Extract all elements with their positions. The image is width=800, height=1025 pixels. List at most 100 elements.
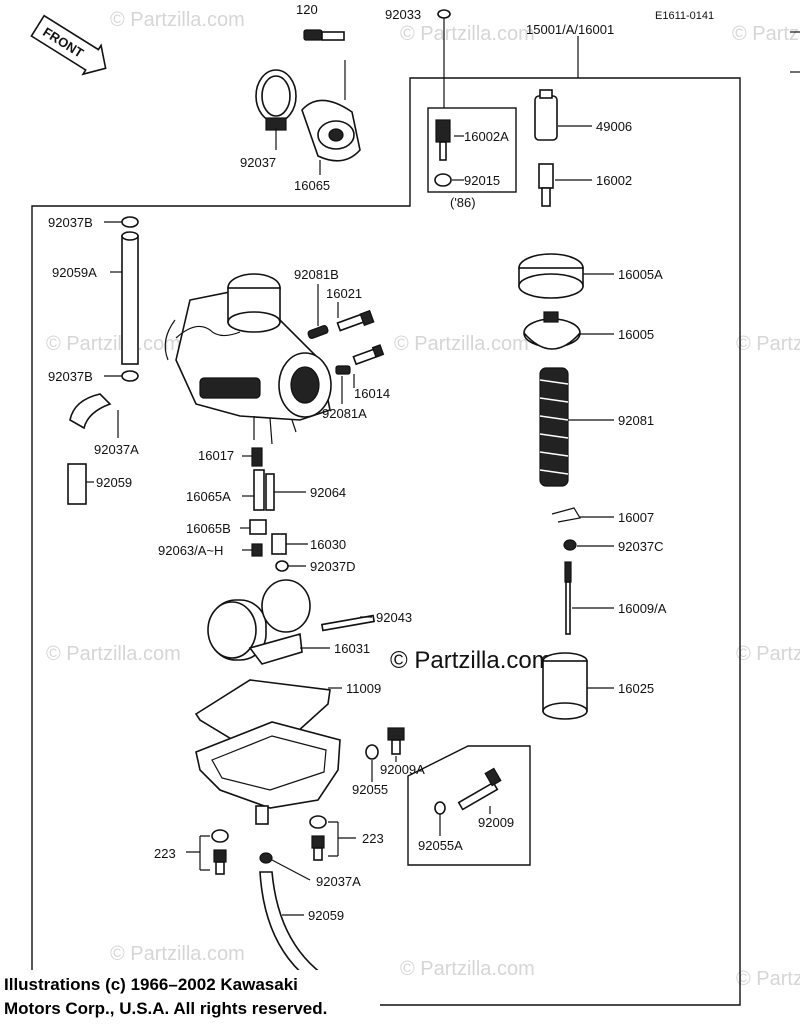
- washer-92055A: [434, 801, 446, 815]
- label-49006: 49006: [596, 119, 632, 134]
- label-16031: 16031: [334, 641, 370, 656]
- label-92033: 92033: [385, 7, 421, 22]
- clip-92037A-bottom: [259, 852, 273, 864]
- label-16065B: 16065B: [186, 521, 231, 536]
- label-120: 120: [296, 2, 318, 17]
- assembly-frame: [31, 77, 741, 1006]
- watermarks: © Partzilla.com © Partzilla.com © Partzi…: [46, 9, 800, 990]
- clip-92037B-top: [121, 216, 139, 228]
- watermark: © Partzilla.com: [110, 943, 245, 965]
- float-bowl: [195, 721, 341, 825]
- footer-line-1: Illustrations (c) 1966–2002 Kawasaki: [4, 975, 298, 994]
- jet-16030: [271, 533, 287, 555]
- label-92059A: 92059A: [52, 265, 97, 280]
- washer-92015: [434, 173, 452, 187]
- tube-92059-left: [67, 463, 87, 505]
- gasket-11009: [194, 679, 331, 761]
- jet-16065A: [253, 469, 265, 511]
- footer-line-2: Motors Corp., U.S.A. All rights reserved…: [4, 999, 327, 1018]
- spring-92081B: [307, 325, 329, 339]
- label-92037: 92037: [240, 155, 276, 170]
- jet-92063: [251, 543, 263, 557]
- label-92009: 92009: [478, 815, 514, 830]
- label-92037B-mid: 92037B: [48, 369, 93, 384]
- watermark: © Partzilla.com: [394, 333, 529, 355]
- clip-92033: [437, 9, 451, 19]
- front-arrow: FRONT: [30, 14, 107, 76]
- label-92081: 92081: [618, 413, 654, 428]
- label-92037C: 92037C: [618, 539, 664, 554]
- watermark: © Partzilla.com: [732, 23, 800, 45]
- cover-16005: [523, 311, 581, 350]
- label-92043: 92043: [376, 610, 412, 625]
- hose-bend: [69, 393, 112, 430]
- watermark: © Partzilla.com: [46, 333, 181, 355]
- watermark: © Partzilla.com: [400, 958, 535, 980]
- screw-16021: [336, 309, 375, 332]
- screw-223-right: [309, 815, 327, 861]
- clip-16007: [551, 507, 581, 523]
- ring-92037C: [563, 539, 577, 551]
- label-16065: 16065: [294, 178, 330, 193]
- label-15001: 15001/A/16001: [526, 22, 614, 37]
- label-92037D: 92037D: [310, 559, 356, 574]
- screw-223-left: [211, 829, 229, 875]
- label-16025: 16025: [618, 681, 654, 696]
- label-92037A-left: 92037A: [94, 442, 139, 457]
- float-16031: [207, 579, 311, 665]
- watermark: © Partzilla.com: [400, 23, 535, 45]
- pin-92043: [320, 614, 376, 632]
- label-92081B: 92081B: [294, 267, 339, 282]
- label-92037B-top: 92037B: [48, 215, 93, 230]
- label-86: ('86): [450, 195, 476, 210]
- jet-16065B: [249, 519, 267, 535]
- label-92059-left: 92059: [96, 475, 132, 490]
- needle-box: [427, 107, 517, 193]
- screw-92009A: [387, 727, 405, 755]
- label-92063: 92063/A~H: [158, 543, 223, 558]
- spring-92081A: [335, 365, 351, 375]
- part-49006: [534, 89, 558, 141]
- label-92009A: 92009A: [380, 762, 425, 777]
- label-16002A: 16002A: [464, 129, 509, 144]
- label-16009A: 16009/A: [618, 601, 667, 616]
- label-16017: 16017: [198, 448, 234, 463]
- spring-92081: [539, 367, 569, 487]
- label-92015: 92015: [464, 173, 500, 188]
- label-92064: 92064: [310, 485, 346, 500]
- label-92081A: 92081A: [322, 406, 367, 421]
- label-223-left: 223: [154, 846, 176, 861]
- part-labels: 120 92033 15001/A/16001 16002A 92015 ('8…: [48, 2, 667, 923]
- ring-92037D: [275, 560, 289, 572]
- screw-16014: [352, 344, 385, 366]
- figure-code: E1611-0141: [655, 10, 714, 22]
- needle-jet-16002A: [435, 119, 451, 161]
- label-16005A: 16005A: [618, 267, 663, 282]
- label-92055: 92055: [352, 782, 388, 797]
- bracket-223-left: [186, 835, 210, 871]
- jet-needle-16009: [564, 561, 572, 635]
- tube-end: [121, 231, 139, 241]
- watermark: © Partzilla.com: [736, 643, 800, 665]
- watermark: © Partzilla.com: [736, 333, 800, 355]
- tube-92059A: [121, 235, 139, 365]
- label-16065A: 16065A: [186, 489, 231, 504]
- label-16030: 16030: [310, 537, 346, 552]
- leader-line: [271, 859, 311, 881]
- center-watermark: © Partzilla.com: [390, 647, 552, 674]
- label-223-right: 223: [362, 831, 384, 846]
- needle-jet-16002: [538, 163, 554, 207]
- screw-92009: [457, 767, 502, 811]
- label-11009: 11009: [346, 681, 381, 696]
- clamp-92037: [255, 69, 297, 131]
- watermark: © Partzilla.com: [46, 643, 181, 665]
- cap-16005A: [518, 253, 584, 299]
- carburetor-body: [164, 273, 332, 445]
- watermark: © Partzilla.com: [110, 9, 245, 31]
- label-92059-bottom: 92059: [308, 908, 344, 923]
- label-16005: 16005: [618, 327, 654, 342]
- screw-120: [303, 29, 345, 41]
- label-92037A-bottom: 92037A: [316, 874, 361, 889]
- label-16002: 16002: [596, 173, 632, 188]
